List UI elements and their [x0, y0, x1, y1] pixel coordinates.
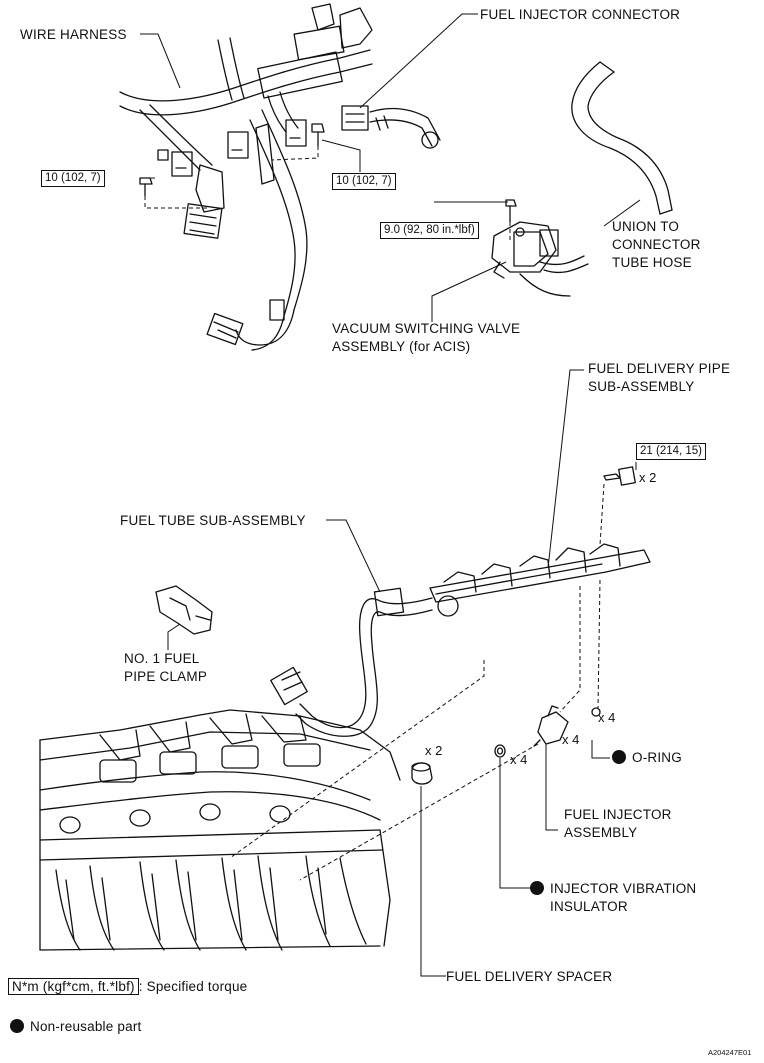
label-union-to-connector-tube-hose: UNION TO CONNECTOR TUBE HOSE	[612, 219, 701, 270]
torque-vsv-bolt: 9.0 (92, 80 in.*lbf)	[380, 222, 479, 239]
leader-pipe-clamp	[167, 623, 181, 650]
engine-drawing	[39, 709, 401, 951]
dashed-line-pipe-bolt	[599, 483, 605, 546]
label-fuel-delivery-spacer: FUEL DELIVERY SPACER	[446, 969, 613, 984]
spacer-drawing	[411, 762, 433, 785]
label-wire-harness: WIRE HARNESS	[20, 27, 127, 42]
leader-fuel-tube	[326, 519, 381, 593]
label-fuel-delivery-pipe: FUEL DELIVERY PIPE SUB-ASSEMBLY	[588, 361, 731, 394]
o-ring-drawing	[591, 707, 601, 717]
label-o-ring: O-RING	[612, 749, 682, 767]
insulator-text: INJECTOR VIBRATION INSULATOR	[550, 881, 697, 914]
figure-code: A204247E01	[708, 1048, 752, 1057]
torque-left-bolt: 10 (102, 7)	[41, 170, 105, 187]
label-fuel-injector-assembly: FUEL INJECTOR ASSEMBLY	[564, 807, 672, 840]
wire-harness-drawing	[119, 3, 441, 351]
injector-drawing	[533, 705, 569, 747]
torque-pipe-bolt: 21 (214, 15)	[636, 443, 707, 460]
dashed-line-spacer	[229, 660, 485, 859]
leader-vsv	[431, 261, 507, 322]
leader-right-torque	[321, 139, 361, 172]
mult-insulator: x 4	[510, 752, 528, 767]
vsv-drawing	[491, 199, 589, 297]
legend-non-reusable-text: Non-reusable part	[30, 1019, 142, 1034]
legend-torque: N*m (kgf*cm, ft.*lbf): Specified torque	[8, 978, 247, 996]
mult-spacer: x 2	[425, 743, 443, 758]
leader-fuel-injector-connector	[359, 13, 478, 109]
legend-non-reusable: Non-reusable part	[10, 1018, 141, 1036]
torque-right-bolt: 10 (102, 7)	[332, 173, 396, 190]
leader-union-hose	[603, 199, 641, 227]
dashed-line-left-bolt	[144, 196, 208, 209]
non-reusable-dot-icon	[10, 1019, 24, 1033]
union-hose-drawing	[571, 61, 673, 215]
fuel-delivery-pipe-drawing	[429, 466, 651, 617]
dashed-line-o-ring	[597, 579, 601, 709]
leader-insulator	[499, 758, 530, 889]
mult-injector: x 4	[562, 732, 580, 747]
leader-spacer	[420, 786, 446, 977]
label-fuel-tube: FUEL TUBE SUB-ASSEMBLY	[120, 513, 306, 528]
fuel-tube-drawing	[270, 587, 433, 737]
legend-torque-text: : Specified torque	[138, 979, 248, 994]
non-reusable-dot-icon	[612, 750, 626, 764]
dashed-line-right-bolt	[271, 146, 319, 161]
insulator-drawing	[494, 744, 506, 758]
mult-o-ring: x 4	[598, 710, 616, 725]
pipe-clamp-drawing	[155, 585, 213, 635]
non-reusable-dot-icon	[530, 881, 544, 895]
leader-o-ring	[591, 740, 610, 759]
legend-torque-unit-box: N*m (kgf*cm, ft.*lbf)	[8, 978, 139, 995]
leader-wire-harness	[140, 33, 181, 89]
leader-fuel-injector	[545, 744, 558, 831]
dashed-line-injector	[559, 586, 581, 713]
label-vacuum-switching-valve: VACUUM SWITCHING VALVE ASSEMBLY (for ACI…	[332, 321, 521, 354]
mult-pipe-bolt: x 2	[639, 470, 657, 485]
label-no1-fuel-pipe-clamp: NO. 1 FUEL PIPE CLAMP	[124, 651, 208, 684]
o-ring-text: O-RING	[632, 750, 682, 765]
leader-fuel-delivery-pipe	[547, 369, 584, 569]
dashed-line-insulator	[299, 743, 539, 881]
label-fuel-injector-connector: FUEL INJECTOR CONNECTOR	[480, 7, 681, 22]
label-injector-vibration-insulator: INJECTOR VIBRATION INSULATOR	[530, 880, 696, 916]
